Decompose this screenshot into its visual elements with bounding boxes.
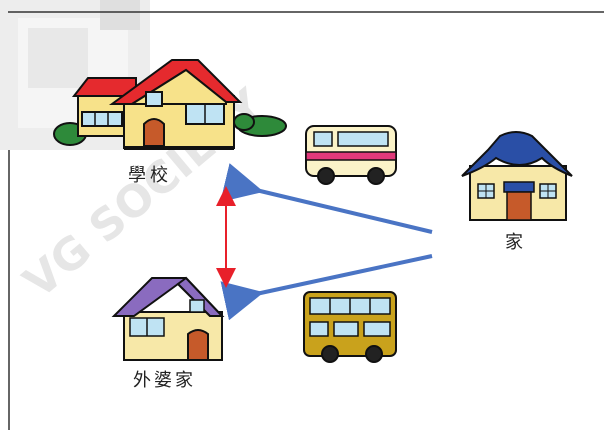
- minibus-icon: [305, 125, 397, 185]
- purple-roof-house-icon: [111, 276, 225, 361]
- label-grandma-home: 外婆家: [133, 370, 196, 391]
- double-decker-bus-icon: [303, 291, 397, 363]
- blue-roof-house-icon: [461, 131, 573, 221]
- arrow-home-to-grandma-home: [220, 254, 433, 321]
- watermark-blocks: [0, 0, 150, 150]
- label-home: 家: [505, 232, 523, 253]
- school-building-icon: [53, 59, 287, 150]
- arrow-home-to-school: [220, 163, 433, 234]
- label-school: 學校: [128, 165, 172, 186]
